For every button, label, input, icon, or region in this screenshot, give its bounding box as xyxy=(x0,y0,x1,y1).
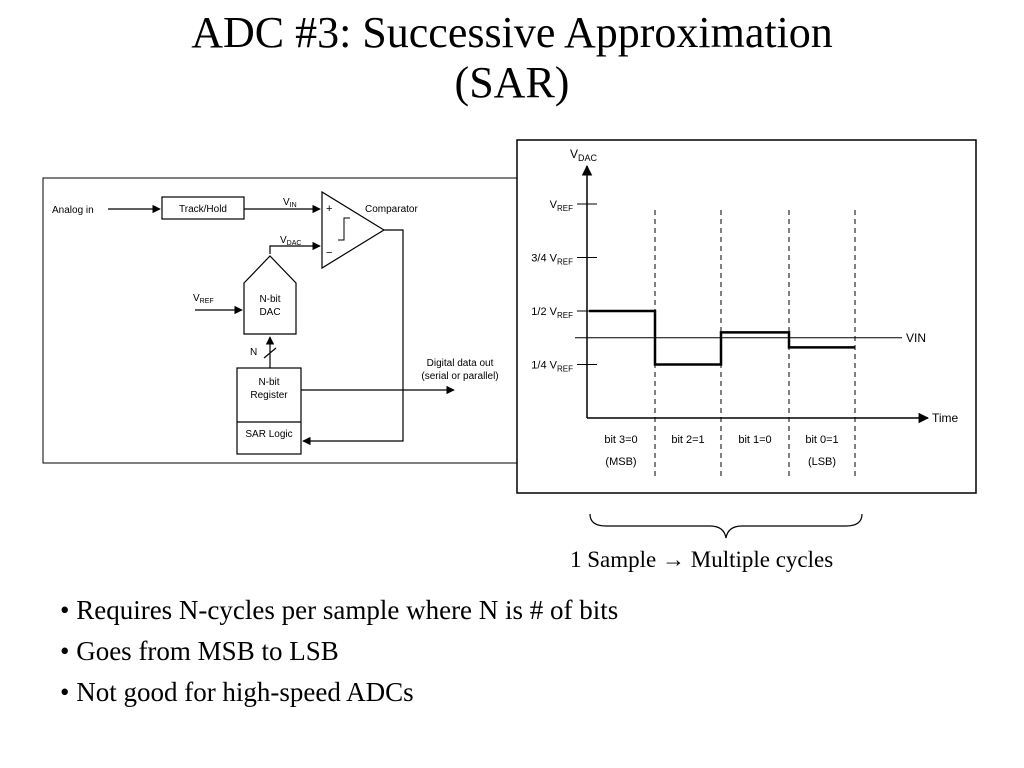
digital-out-label-line2: (serial or parallel) xyxy=(421,371,498,382)
x-axis-label: Time xyxy=(932,411,959,425)
timing-chart-frame xyxy=(516,139,977,494)
vin-label: VIN xyxy=(283,197,297,209)
analog-in-label: Analog in xyxy=(52,205,94,216)
sar-logic-label: SAR Logic xyxy=(245,429,292,440)
dac-label-line1: N-bit xyxy=(259,294,280,305)
caption-sample: 1 Sample xyxy=(570,547,657,572)
bit-label: bit 1=0 xyxy=(738,434,771,446)
comparator-symbol xyxy=(321,190,386,270)
y-tick-label: 3/4 VREF xyxy=(531,253,573,267)
y-tick-label: 1/2 VREF xyxy=(531,306,573,320)
right-arrow-icon: → xyxy=(662,547,685,572)
bit-labels: bit 3=0 (MSB) bit 2=1 bit 1=0 bit 0=1 (LSB) xyxy=(604,434,838,468)
title-line-2: (SAR) xyxy=(454,58,570,107)
brace-icon xyxy=(589,513,863,539)
register-block xyxy=(236,367,302,455)
bullet-list: • Requires N-cycles per sample where N i… xyxy=(60,590,960,713)
title-line-1: ADC #3: Successive Approximation xyxy=(191,8,833,57)
track-hold-label: Track/Hold xyxy=(179,204,227,215)
brace-caption: 1 Sample → Multiple cycles xyxy=(570,547,833,573)
comparator-label: Comparator xyxy=(365,204,418,215)
vdac-wire xyxy=(269,241,321,254)
vdac-label: VDAC xyxy=(280,235,301,247)
vref-label: VREF xyxy=(193,293,214,305)
comparator-minus: − xyxy=(326,247,332,259)
caption-cycles: Multiple cycles xyxy=(690,547,834,572)
y-tick-label: 1/4 VREF xyxy=(531,360,573,374)
bit-label: (MSB) xyxy=(605,456,636,468)
bullet-item: • Not good for high-speed ADCs xyxy=(60,677,414,707)
bullet-item: • Requires N-cycles per sample where N i… xyxy=(60,595,619,625)
dac-block xyxy=(243,255,297,335)
register-label-line1: N-bit xyxy=(258,377,279,388)
vin-level-label: VIN xyxy=(906,331,926,345)
bit-label: bit 3=0 xyxy=(604,434,637,446)
digital-out-label-line1: Digital data out xyxy=(427,358,494,369)
dac-label-line2: DAC xyxy=(259,307,280,318)
feedback-wire xyxy=(302,229,404,446)
bit-label: (LSB) xyxy=(808,456,836,468)
slide-title: ADC #3: Successive Approximation (SAR) xyxy=(0,8,1024,108)
block-diagram: Analog in Track/Hold VIN + − Comparator … xyxy=(42,177,523,464)
hysteresis-icon xyxy=(338,217,350,241)
track-hold-block xyxy=(161,196,245,220)
register-label-line2: Register xyxy=(250,390,288,401)
y-ticks: VREF 3/4 VREF 1/2 VREF 1/4 VREF xyxy=(531,199,597,374)
n-bus-label: N xyxy=(250,347,257,358)
y-tick-label: VREF xyxy=(550,199,573,213)
comparator-plus: + xyxy=(326,203,332,215)
vdac-step-trace xyxy=(589,309,855,366)
bit-label: bit 2=1 xyxy=(671,434,704,446)
bullet-item: • Goes from MSB to LSB xyxy=(60,636,339,666)
timing-chart: VDAC Time VREF 3/4 VREF 1/2 VREF 1/4 VREF V… xyxy=(516,139,977,494)
bus-slash-icon xyxy=(263,347,277,359)
bit-label: bit 0=1 xyxy=(805,434,838,446)
y-axis-label: VDAC xyxy=(570,147,598,163)
